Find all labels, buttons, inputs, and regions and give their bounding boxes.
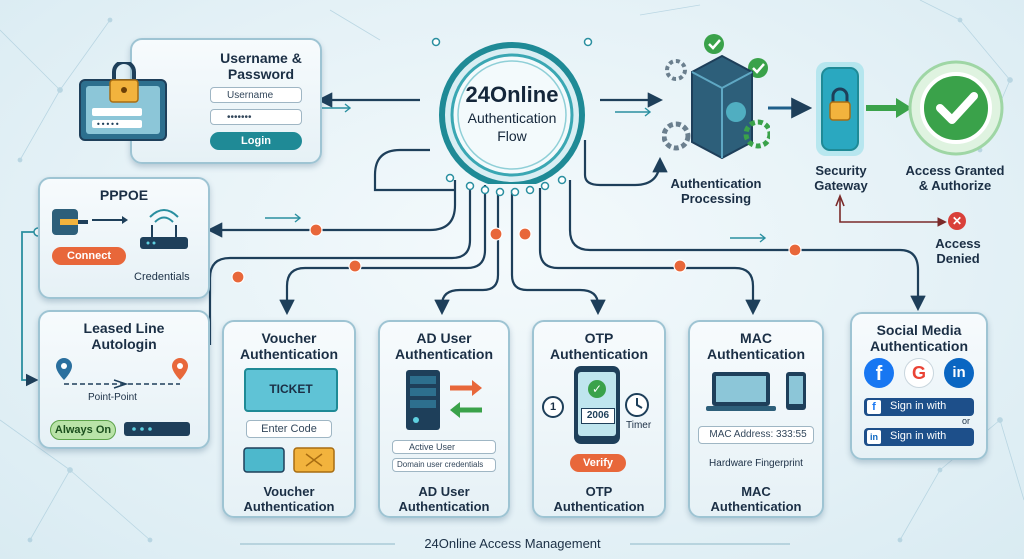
hub-line1: Authentication <box>467 110 557 126</box>
svg-text:•••••: ••••• <box>96 120 120 129</box>
hub-brand: 24Online <box>465 82 559 107</box>
social-title-line2: Authentication <box>870 338 968 354</box>
linkedin-signin-button[interactable]: in Sign in with <box>864 428 974 446</box>
password-field[interactable]: ••••••• <box>210 109 302 125</box>
enter-code-field[interactable]: Enter Code <box>246 420 332 438</box>
hardware-fingerprint-label: Hardware Fingerprint <box>709 458 803 469</box>
mac-address-field: MAC Address: 333:55 <box>698 426 814 444</box>
leased-line-card: Leased Line Autologin Point-Point Always… <box>38 310 210 449</box>
processing-label-line1: Authentication <box>670 176 762 191</box>
login-title-line1: Username & <box>220 50 302 66</box>
mac-title-line1: MAC <box>740 330 772 346</box>
hub-to-pppoe-line <box>206 180 457 238</box>
otp-caption-line1: OTP <box>585 484 613 499</box>
facebook-icon[interactable]: f <box>864 358 894 388</box>
google-icon[interactable]: G <box>904 358 934 388</box>
mac-caption-line1: MAC <box>741 484 771 499</box>
connect-button[interactable]: Connect <box>52 247 126 265</box>
granted-label-line1: Access Granted <box>905 163 1005 178</box>
hub-to-voucher-line <box>279 185 487 316</box>
coupon-icons <box>242 446 338 479</box>
hub-to-otp-line <box>510 190 606 316</box>
social-media-card: Social Media Authentication f G in f Sig… <box>850 312 988 460</box>
login-button[interactable]: Login <box>210 132 302 150</box>
active-user-field: Active User <box>392 440 496 454</box>
pppoe-card: PPPOE Connect Credentials <box>38 177 210 299</box>
timer-label: Timer <box>626 420 652 431</box>
hub-line2: Flow <box>497 128 527 144</box>
gateway-label-line1: Security <box>815 163 867 178</box>
credentials-label: Credentials <box>134 271 190 283</box>
denied-label-line1: Access <box>935 236 981 251</box>
security-gateway-icon <box>812 60 868 165</box>
server-icon <box>402 368 488 439</box>
central-hub: 24Online Authentication Flow <box>422 42 602 184</box>
lock-monitor-icon: ••••• <box>78 60 170 144</box>
facebook-small-icon: f <box>867 400 881 414</box>
otp-code: 2006 <box>581 408 615 424</box>
point-to-point-icon <box>50 356 198 397</box>
ad-user-card: AD User Authentication Active User Domai… <box>378 320 510 518</box>
plug-icon <box>50 205 90 244</box>
facebook-signin-button[interactable]: f Sign in with <box>864 398 974 416</box>
ticket-icon: TICKET <box>244 368 338 412</box>
ad-caption-line2: Authentication <box>398 499 490 514</box>
voucher-caption-line1: Voucher <box>263 484 315 499</box>
granted-label-line2: & Authorize <box>918 178 992 193</box>
username-field[interactable]: Username <box>210 87 302 103</box>
or-label: or <box>962 416 971 426</box>
footer-label: 24Online Access Management <box>424 536 601 551</box>
otp-caption-line2: Authentication <box>553 499 645 514</box>
processing-label-line2: Processing <box>680 191 752 206</box>
pppoe-title: PPPOE <box>99 187 149 203</box>
linkedin-icon[interactable]: in <box>944 358 974 388</box>
domain-credentials-field: Domain user credentials <box>392 458 496 472</box>
ad-caption-line1: AD User <box>418 484 470 499</box>
ticket-label: TICKET <box>269 382 313 396</box>
ad-title-line1: AD User <box>416 330 472 346</box>
router-icon <box>136 203 192 258</box>
modem-icon <box>122 418 194 445</box>
leased-title-line2: Autologin <box>91 336 157 352</box>
voucher-title-line1: Voucher <box>261 330 317 346</box>
hub-to-social-line <box>568 180 926 312</box>
always-on-badge: Always On <box>50 420 116 440</box>
denied-label-line2: Denied <box>936 251 980 266</box>
otp-title-line2: Authentication <box>550 346 648 362</box>
otp-card: OTP Authentication ✓ 2006 1 Timer Verify… <box>532 320 666 518</box>
timer-icon <box>624 392 650 423</box>
verify-button[interactable]: Verify <box>570 454 626 472</box>
voucher-caption-line2: Authentication <box>243 499 335 514</box>
check-icon: ✓ <box>588 380 606 398</box>
mac-caption-line2: Authentication <box>710 499 802 514</box>
mac-card: MAC Authentication MAC Address: 333:55 H… <box>688 320 824 518</box>
leased-title-line1: Leased Line <box>83 320 165 336</box>
login-title-line2: Password <box>227 66 295 82</box>
voucher-card: Voucher Authentication TICKET Enter Code… <box>222 320 356 518</box>
voucher-title-line2: Authentication <box>240 346 338 362</box>
point-point-label: Point-Point <box>88 392 137 403</box>
step-number-icon: 1 <box>542 396 564 418</box>
linkedin-small-icon: in <box>867 430 881 444</box>
gateway-label-line2: Gateway <box>814 178 868 193</box>
footer-divider <box>240 543 790 545</box>
ad-title-line2: Authentication <box>395 346 493 362</box>
linkedin-signin-label: Sign in with <box>890 430 947 442</box>
social-title-line1: Social Media <box>876 322 962 338</box>
access-denied-icon: ✕ <box>948 212 966 230</box>
phone-icon: ✓ 2006 <box>574 366 620 444</box>
processing-server-icon <box>661 32 773 169</box>
login-card: Username & Password Username ••••••• Log… <box>130 38 322 164</box>
hub-to-mac-line <box>538 188 761 316</box>
otp-title-line1: OTP <box>584 330 614 346</box>
mac-title-line2: Authentication <box>707 346 805 362</box>
laptop-icon <box>704 370 808 419</box>
hub-to-ad-line <box>434 190 500 316</box>
facebook-signin-label: Sign in with <box>890 400 947 412</box>
access-granted-icon <box>908 60 1004 161</box>
